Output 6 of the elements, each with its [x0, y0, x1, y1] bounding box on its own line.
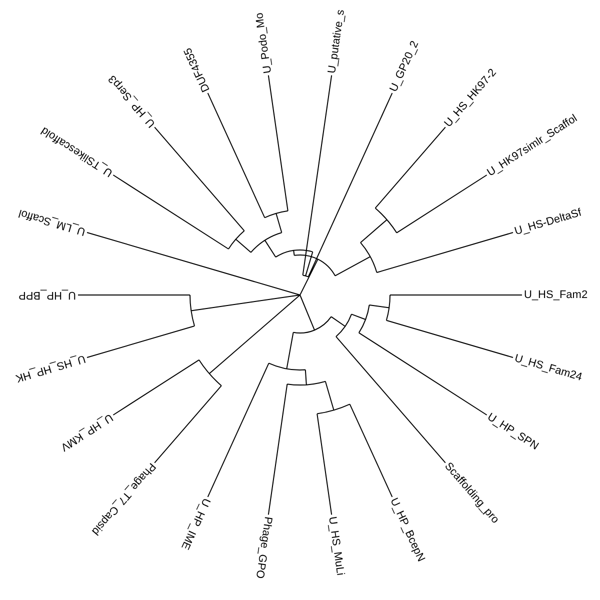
- leaf-label: U_putative_s: [326, 8, 347, 74]
- leaf-label: U_HS_Fam2: [524, 289, 588, 301]
- leaf-label: U_HS_MuLi: [326, 516, 346, 576]
- leaf-label: U_Podo_Mo: [253, 12, 274, 74]
- leaf-label: Phage_GPO: [253, 516, 274, 580]
- leaf-label: U_HP_BPP: [18, 289, 76, 301]
